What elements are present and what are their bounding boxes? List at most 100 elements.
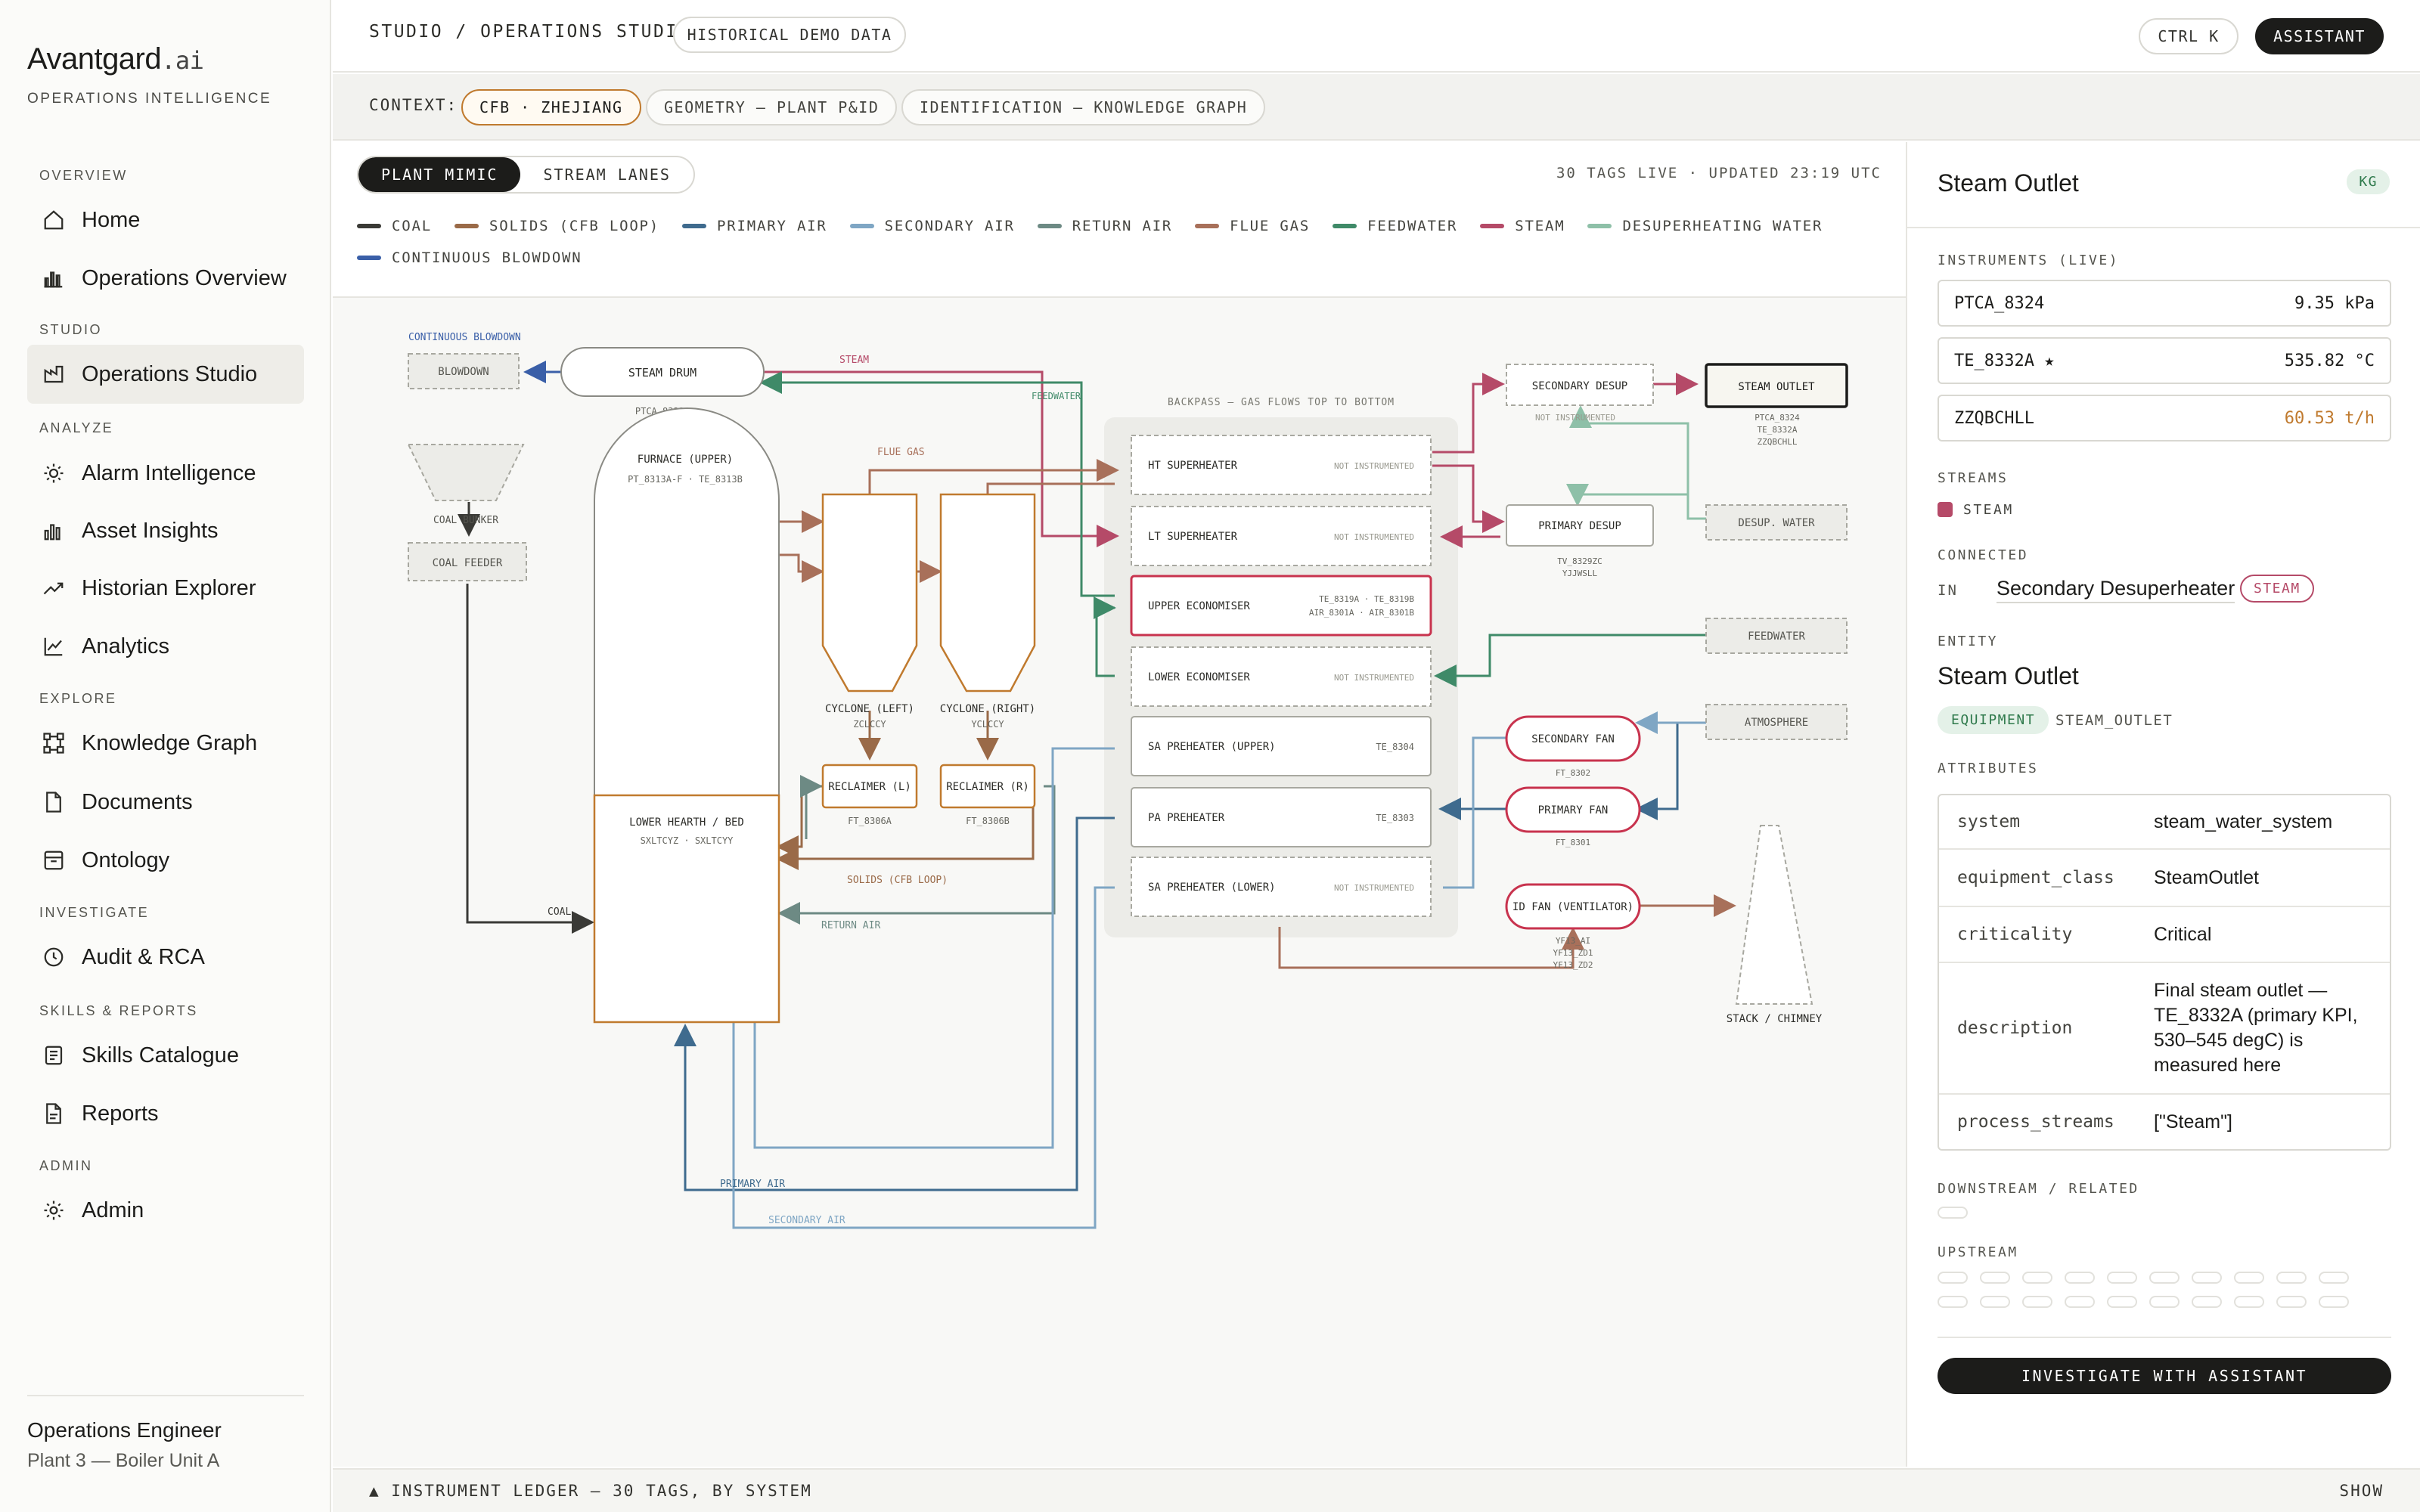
sidebar-item-alarm-intelligence[interactable]: Alarm Intelligence [27,444,304,503]
node-primary-desup[interactable] [1506,504,1654,547]
attribute-key: description [1957,1018,2073,1038]
node-reclaimer-right[interactable] [939,764,1036,809]
node-coal-bunker[interactable] [407,444,525,501]
legend-item-primary-air[interactable]: PRIMARY AIR [682,215,827,237]
plant-mimic-canvas: BACKPASS — GAS FLOWS TOP TO BOTTOM [333,298,1906,1467]
node-stack[interactable] [1735,825,1813,1005]
sidebar-item-admin[interactable]: Admin [27,1181,304,1240]
node-sa-preheater-lower[interactable] [1131,857,1432,917]
stream-return-air-reclaimer [800,775,823,839]
sidebar-item-label: Reports [82,1101,159,1126]
stream-secondary-air-lower [732,886,1115,1229]
attribute-key: system [1957,812,2021,832]
node-secondary-fan[interactable] [1505,715,1641,762]
node-id-fan[interactable] [1505,883,1641,930]
context-chip-identification[interactable]: IDENTIFICATION — KNOWLEDGE GRAPH [901,89,1266,125]
node-cyclone-right[interactable] [939,493,1036,692]
legend-label: CONTINUOUS BLOWDOWN [392,249,582,266]
node-lower-hearth[interactable] [593,794,780,1024]
context-chip-plant[interactable]: CFB · ZHEJIANG [461,89,641,125]
sidebar-item-operations-overview[interactable]: Operations Overview [27,249,304,308]
sidebar-item-home[interactable]: Home [27,191,304,249]
node-coal-feeder[interactable] [408,542,527,581]
brand-logo[interactable]: Avantgard.ai [27,42,204,76]
node-atmosphere[interactable] [1705,704,1848,740]
node-lower-economiser[interactable] [1131,646,1432,707]
sidebar-divider [27,1395,304,1396]
node-steam-outlet[interactable] [1705,363,1848,408]
sidebar-item-audit-rca[interactable]: Audit & RCA [27,928,304,987]
node-primary-fan[interactable] [1505,786,1641,833]
connected-equipment-link[interactable]: Secondary Desuperheater [1996,577,2235,603]
sidebar-item-ontology[interactable]: Ontology [27,831,304,890]
node-furnace-upper[interactable] [594,407,780,797]
desup-water-label: DESUP. WATER [1738,517,1815,529]
legend-item-flue-gas[interactable]: FLUE GAS [1195,215,1310,237]
node-pa-preheater[interactable] [1131,787,1432,847]
downstream-placeholder [1938,1207,1968,1219]
connected-stream-chip[interactable]: STEAM [2240,575,2314,603]
legend-label: STEAM [1515,218,1565,234]
sidebar-item-reports[interactable]: Reports [27,1084,304,1143]
command-palette-shortcut[interactable]: CTRL K [2139,18,2238,54]
tab-stream-lanes[interactable]: STREAM LANES [543,166,671,184]
node-upper-economiser[interactable] [1130,575,1432,637]
node-desup-water[interactable] [1705,504,1848,541]
nav-section-overview: OVERVIEW [39,168,128,183]
node-sa-preheater-upper[interactable] [1131,716,1432,776]
sidebar-item-historian-explorer[interactable]: Historian Explorer [27,559,304,618]
node-reclaimer-left[interactable] [821,764,918,809]
legend-item-return-air[interactable]: RETURN AIR [1037,215,1172,237]
investigate-with-assistant-button[interactable]: INVESTIGATE WITH ASSISTANT [1938,1358,2391,1394]
sidebar-item-documents[interactable]: Documents [27,773,304,832]
legend-item-steam[interactable]: STEAM [1480,215,1565,237]
sidebar-item-label: Home [82,207,141,232]
id-fan-tag-2: YF13_ZD1 [1553,948,1593,958]
upstream-placeholder [2107,1296,2137,1308]
legend-item-desuperheating-water[interactable]: DESUPERHEATING WATER [1587,215,1823,237]
sidebar-item-knowledge-graph[interactable]: Knowledge Graph [27,714,304,773]
primary-fan-label: PRIMARY FAN [1538,804,1609,816]
instrument-row[interactable]: TE_8332A ★535.82 °C [1938,337,2391,384]
instrument-ledger-toggle[interactable]: ▲ INSTRUMENT LEDGER — 30 TAGS, BY SYSTEM [369,1482,812,1500]
kg-badge[interactable]: KG [2347,169,2390,194]
legend-item-continuous-blowdown[interactable]: CONTINUOUS BLOWDOWN [357,246,582,269]
show-ledger-button[interactable]: SHOW [2339,1482,2384,1500]
legend-item-feedwater[interactable]: FEEDWATER [1333,215,1457,237]
node-secondary-desup[interactable] [1506,364,1654,406]
legend-item-secondary-air[interactable]: SECONDARY AIR [849,215,1015,237]
node-cyclone-left[interactable] [821,493,918,692]
stream-steam-drum-lt-sh [762,370,1119,547]
node-lt-superheater[interactable] [1131,506,1432,566]
assistant-button[interactable]: ASSISTANT [2255,18,2384,54]
legend-item-coal[interactable]: COAL [357,215,432,237]
sidebar-item-asset-insights[interactable]: Asset Insights [27,501,304,560]
sidebar-item-analytics[interactable]: Analytics [27,617,304,676]
sidebar-item-skills-catalogue[interactable]: Skills Catalogue [27,1026,304,1085]
upstream-placeholder [2065,1272,2095,1284]
node-steam-drum[interactable] [560,347,765,397]
sidebar-item-label: Historian Explorer [82,575,256,600]
node-ht-superheater[interactable] [1131,435,1432,495]
tab-plant-mimic[interactable]: PLANT MIMIC [358,157,521,192]
lower-hearth-label: LOWER HEARTH / BED [629,816,744,829]
instrument-value: 9.35 kPa [2294,293,2375,313]
legend-item-solids[interactable]: SOLIDS (CFB LOOP) [454,215,659,237]
upper-economiser-label: UPPER ECONOMISER [1148,600,1250,612]
list-icon [45,1046,63,1065]
bar-chart-icon [44,271,63,288]
instrument-value: 60.53 t/h [2284,408,2375,428]
secondary-desup-label: SECONDARY DESUP [1532,380,1627,392]
sidebar-item-operations-studio[interactable]: Operations Studio [27,345,304,404]
node-blowdown[interactable] [408,353,520,389]
attribute-row: process_streams["Steam"] [1939,1095,2390,1149]
sa-preheater-lower-label: SA PREHEATER (LOWER) [1148,881,1276,894]
secondary-air-label: SECONDARY AIR [768,1215,845,1226]
node-feedwater-source[interactable] [1705,618,1848,654]
user-role[interactable]: Operations Engineer [27,1418,222,1442]
instrument-ledger-bar[interactable]: ▲ INSTRUMENT LEDGER — 30 TAGS, BY SYSTEM… [333,1468,2420,1512]
context-chip-geometry[interactable]: GEOMETRY — PLANT P&ID [646,89,898,125]
